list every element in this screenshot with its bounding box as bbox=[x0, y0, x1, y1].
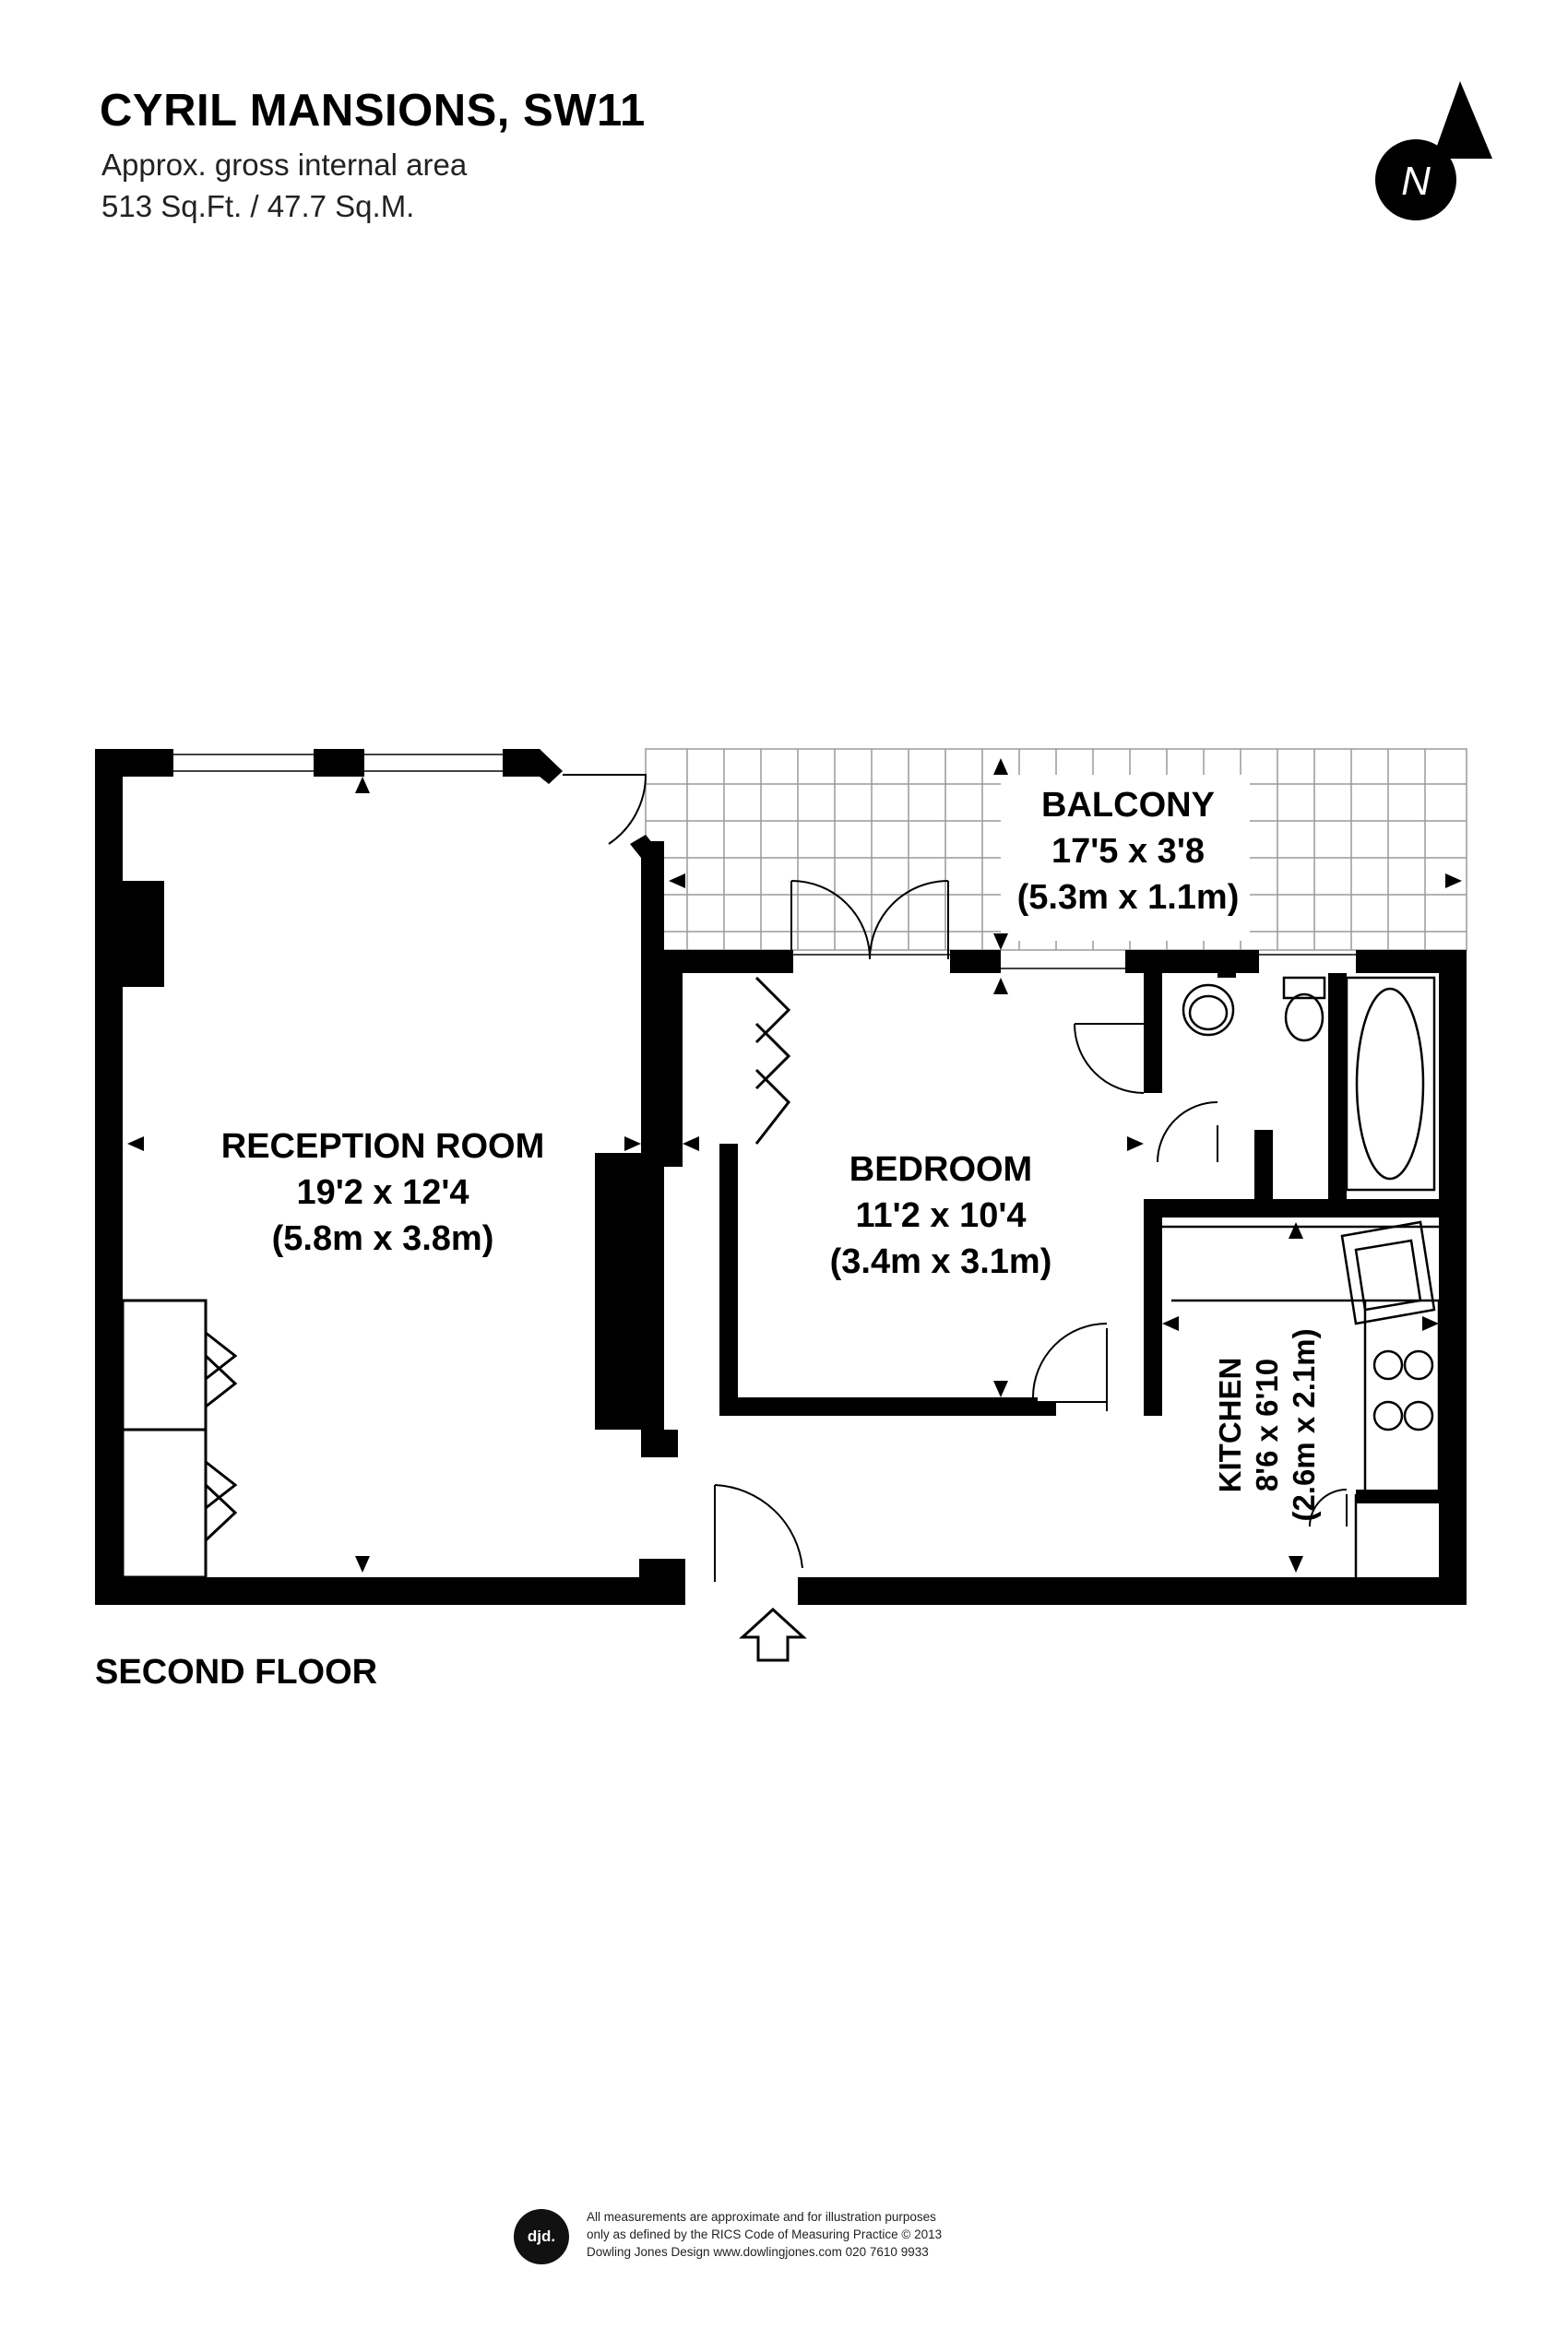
kitchen-name: KITCHEN bbox=[1213, 1358, 1247, 1493]
balcony-metric: (5.3m x 1.1m) bbox=[1017, 878, 1240, 917]
bedroom-metric: (3.4m x 3.1m) bbox=[830, 1242, 1052, 1281]
north-arrow-icon: N bbox=[1375, 81, 1492, 220]
balcony-imperial: 17'5 x 3'8 bbox=[1051, 832, 1205, 871]
reception-metric: (5.8m x 3.8m) bbox=[272, 1219, 494, 1258]
floor-label: SECOND FLOOR bbox=[95, 1653, 378, 1692]
room-label-bedroom: BEDROOM 11'2 x 10'4 (3.4m x 3.1m) bbox=[830, 1150, 1052, 1281]
footer-line: only as defined by the RICS Code of Meas… bbox=[587, 2227, 943, 2241]
reception-imperial: 19'2 x 12'4 bbox=[296, 1173, 469, 1212]
area-label: Approx. gross internal area bbox=[101, 148, 468, 182]
footer-disclaimer: All measurements are approximate and for… bbox=[587, 2208, 942, 2261]
room-label-kitchen: KITCHEN 8'6 x 6'10 (2.6m x 2.1m) bbox=[1213, 1328, 1321, 1521]
room-label-reception: RECEPTION ROOM 19'2 x 12'4 (5.8m x 3.8m) bbox=[221, 1127, 544, 1258]
footer-line: All measurements are approximate and for… bbox=[587, 2210, 936, 2224]
kitchen-imperial: 8'6 x 6'10 bbox=[1250, 1359, 1284, 1491]
company-logo: djd. bbox=[514, 2209, 569, 2264]
walls bbox=[95, 749, 1467, 1605]
entrance-arrow-icon bbox=[739, 1607, 807, 1662]
compass-letter: N bbox=[1401, 159, 1431, 204]
bedroom-imperial: 11'2 x 10'4 bbox=[855, 1196, 1026, 1235]
area-value: 513 Sq.Ft. / 47.7 Sq.M. bbox=[101, 189, 415, 223]
reception-name: RECEPTION ROOM bbox=[221, 1127, 544, 1166]
balcony-name: BALCONY bbox=[1041, 786, 1215, 825]
bathroom-fixtures bbox=[1182, 976, 1436, 1192]
page-title: CYRIL MANSIONS, SW11 bbox=[100, 86, 646, 136]
bedroom-name: BEDROOM bbox=[849, 1150, 1032, 1189]
footer-line: Dowling Jones Design www.dowlingjones.co… bbox=[587, 2245, 929, 2259]
kitchen-fixtures bbox=[1162, 1220, 1441, 1577]
room-label-balcony: BALCONY 17'5 x 3'8 (5.3m x 1.1m) bbox=[1017, 786, 1240, 917]
dimension-arrows bbox=[127, 758, 1462, 1573]
kitchen-metric: (2.6m x 2.1m) bbox=[1287, 1328, 1321, 1521]
